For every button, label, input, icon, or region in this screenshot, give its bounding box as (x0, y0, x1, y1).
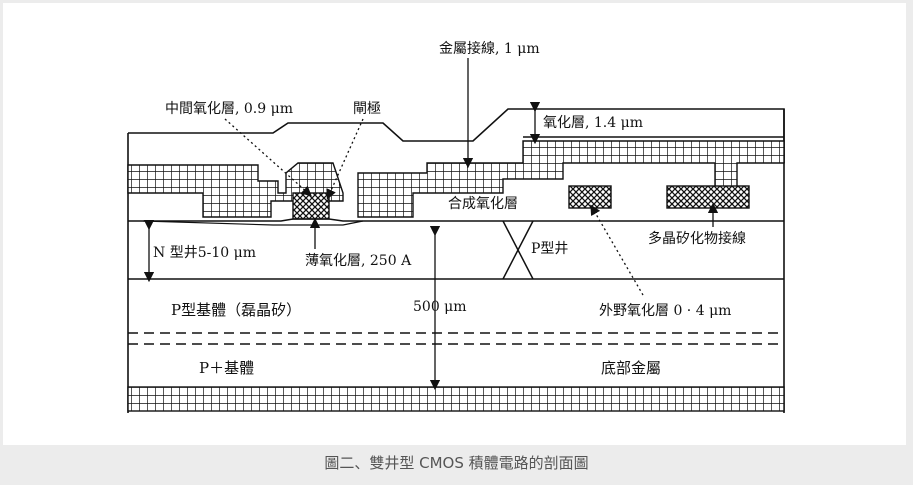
label-bottom-metal: 底部金屬 (601, 359, 661, 377)
label-oxide: 氧化層, 1.4 μm (543, 115, 643, 131)
gate-leader (326, 118, 364, 200)
label-p-substrate: P型基體（磊晶矽） (171, 301, 301, 319)
label-gate: 閘極 (353, 101, 381, 117)
intermediate-oxide-leader (224, 118, 312, 197)
gate-poly (292, 192, 330, 220)
surface-line-2 (142, 220, 364, 226)
top-oxide-outline (128, 108, 785, 163)
label-n-well: N 型井5-10 μm (153, 245, 256, 261)
figure-caption: 圖二、雙井型 CMOS 積體電路的剖面圖 (324, 454, 589, 472)
cross-section-figure: 金屬接線, 1 μm 中間氧化層, 0.9 μm 閘極 氧化層, 1.4 μm … (3, 3, 906, 445)
label-metal-layer: 金屬接線, 1 μm (439, 40, 540, 57)
label-p-plus-substrate: P＋基體 (199, 359, 254, 377)
poly-contact-block-1 (568, 185, 612, 209)
field-oxide-leader (590, 204, 644, 296)
label-intermediate-oxide: 中間氧化層, 0.9 μm (165, 101, 293, 117)
label-thin-oxide: 薄氧化層, 250 A (305, 253, 412, 269)
label-field-oxide: 外野氧化層 0 · 4 μm (599, 303, 731, 319)
label-thickness-500: 500 μm (413, 299, 467, 315)
bottom-metal (127, 386, 785, 412)
poly-contact-block-2 (666, 185, 750, 209)
surface-line (128, 218, 784, 222)
label-p-well: P型井 (531, 241, 568, 257)
label-composite-oxide: 合成氧化層 (448, 196, 518, 212)
well-junction (502, 220, 534, 280)
label-poly-contact: 多晶矽化物接線 (648, 230, 746, 247)
cmos-cross-section-diagram: 金屬接線, 1 μm 中間氧化層, 0.9 μm 閘極 氧化層, 1.4 μm … (127, 40, 785, 413)
